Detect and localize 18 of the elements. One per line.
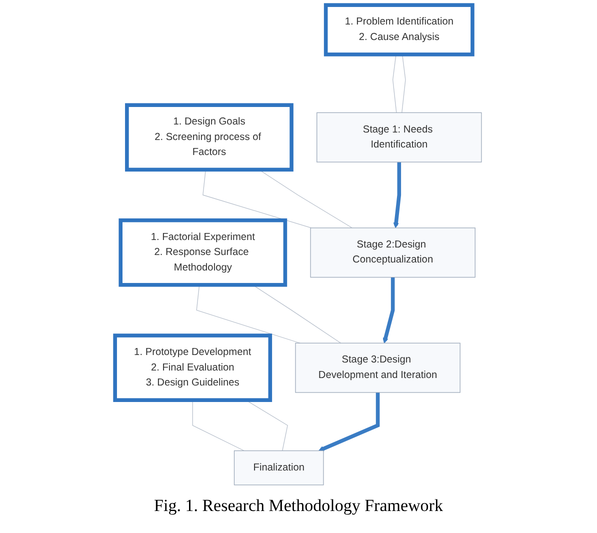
node-box: 1. Problem Identification 2. Cause Analysis xyxy=(324,3,475,56)
node-box: Stage 3:Design Development and Iteration xyxy=(295,342,461,393)
arrow xyxy=(383,277,395,344)
node-box: 1. Factorial Experiment 2. Response Surface Methodology xyxy=(118,218,288,287)
node-box: Stage 2:Design Conceptualization xyxy=(310,228,476,278)
node-box: Stage 1: Needs Identification xyxy=(316,112,482,162)
arrow xyxy=(394,162,402,228)
connector xyxy=(392,54,397,113)
node-box: Finalization xyxy=(234,450,324,486)
connector xyxy=(192,400,245,452)
connector xyxy=(202,169,312,228)
arrow xyxy=(318,392,380,452)
connector xyxy=(402,54,406,113)
node-box: 1. Design Goals 2. Screening process of Factors xyxy=(125,103,294,172)
figure-caption: Fig. 1. Research Methodology Framework xyxy=(153,496,444,516)
node-box: 1. Prototype Development 2. Final Evaluation 3. Design Guidelines xyxy=(113,334,272,402)
connector xyxy=(196,284,301,344)
connector xyxy=(252,284,342,344)
